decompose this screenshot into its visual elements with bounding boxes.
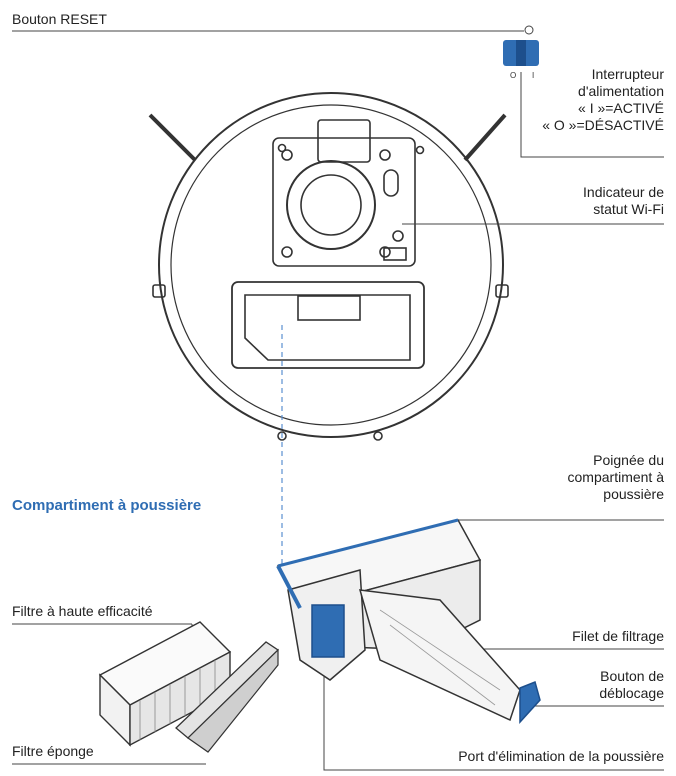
label-dust-bin-handle: Poignée du compartiment à poussière <box>568 452 664 503</box>
label-filter-mesh: Filet de filtrage <box>572 628 664 645</box>
label-dust-bin-handle-line: poussière <box>568 486 664 503</box>
left-side-brush <box>150 115 195 160</box>
switch-on-mark: I <box>532 71 534 80</box>
release-button <box>520 682 540 722</box>
label-release-button-line: Bouton de <box>599 668 664 685</box>
label-wifi-indicator-line: Indicateur de <box>583 184 664 201</box>
dust-disposal-port <box>312 605 344 657</box>
label-dust-bin-handle-line: Poignée du <box>568 452 664 469</box>
right-side-brush <box>465 115 505 160</box>
dust-bin <box>278 520 540 722</box>
label-power-switch-line: « O »=DÉSACTIVÉ <box>542 117 664 134</box>
reset-button-icon <box>525 26 533 34</box>
label-release-button: Bouton de déblocage <box>599 668 664 702</box>
label-wifi-indicator: Indicateur de statut Wi-Fi <box>583 184 664 218</box>
label-reset-button: Bouton RESET <box>12 11 107 28</box>
label-power-switch: Interrupteur d'alimentation « I »=ACTIVÉ… <box>542 66 664 134</box>
label-hepa-filter: Filtre à haute efficacité <box>12 603 153 620</box>
label-power-switch-line: « I »=ACTIVÉ <box>542 100 664 117</box>
robot-body <box>150 93 508 440</box>
label-sponge-filter: Filtre éponge <box>12 743 94 760</box>
label-release-button-line: déblocage <box>599 685 664 702</box>
label-dust-disposal-port: Port d'élimination de la poussière <box>458 748 664 765</box>
label-wifi-indicator-line: statut Wi-Fi <box>583 201 664 218</box>
switch-off-mark: O <box>510 71 516 80</box>
section-title-dust-bin: Compartiment à poussière <box>12 497 201 514</box>
label-power-switch-line: d'alimentation <box>542 83 664 100</box>
label-dust-bin-handle-line: compartiment à <box>568 469 664 486</box>
label-power-switch-line: Interrupteur <box>542 66 664 83</box>
